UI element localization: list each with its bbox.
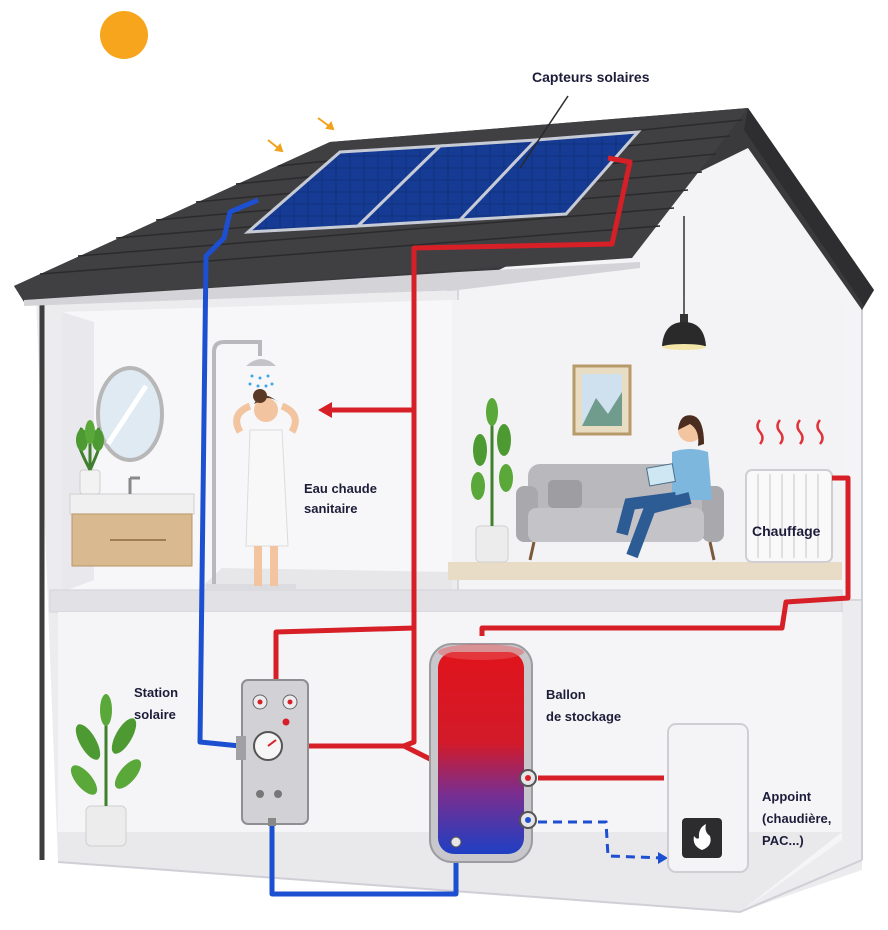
person-reading bbox=[616, 415, 712, 559]
capteurs-leader-line bbox=[519, 95, 569, 169]
dashed-return-pipe bbox=[538, 820, 665, 860]
storage-tank bbox=[429, 643, 537, 863]
appoint-label-line3: PAC...) bbox=[762, 833, 804, 848]
bathroom bbox=[69, 366, 195, 567]
station-label-line2: solaire bbox=[134, 707, 176, 722]
plant-icon bbox=[70, 694, 142, 847]
station-label-line1: Station bbox=[134, 685, 179, 700]
eau-chaude-label-line1: Eau chaude bbox=[304, 481, 377, 496]
chauffage-label: Chauffage bbox=[752, 523, 821, 539]
ballon-label-line2: de stockage bbox=[546, 709, 622, 724]
plant-icon bbox=[76, 420, 104, 495]
sun-ray-arrows bbox=[267, 117, 335, 153]
ballon-label-line1: Ballon bbox=[546, 687, 586, 702]
person-showering bbox=[233, 389, 299, 586]
dashed-arrow bbox=[658, 852, 668, 864]
solar-panel-icon bbox=[243, 130, 642, 234]
cold-pipes bbox=[197, 197, 459, 897]
living-room bbox=[471, 364, 724, 563]
sink-counter bbox=[69, 493, 195, 515]
backup-boiler bbox=[667, 723, 749, 873]
lamp-icon bbox=[662, 216, 706, 350]
capteurs-solaires-label: Capteurs solaires bbox=[532, 69, 650, 85]
eau-chaude-label-line2: sanitaire bbox=[304, 501, 358, 516]
flame-icon bbox=[693, 824, 711, 850]
appoint-label-line1: Appoint bbox=[762, 789, 812, 804]
appoint-label-line2: (chaudière, bbox=[762, 811, 832, 826]
shower-icon bbox=[206, 340, 296, 590]
sun-icon bbox=[100, 11, 148, 59]
hot-water-arrow bbox=[318, 402, 332, 418]
solar-station bbox=[236, 679, 309, 826]
plant-icon bbox=[471, 398, 513, 563]
hot-pipes bbox=[273, 155, 851, 781]
radiator-icon bbox=[745, 419, 833, 563]
